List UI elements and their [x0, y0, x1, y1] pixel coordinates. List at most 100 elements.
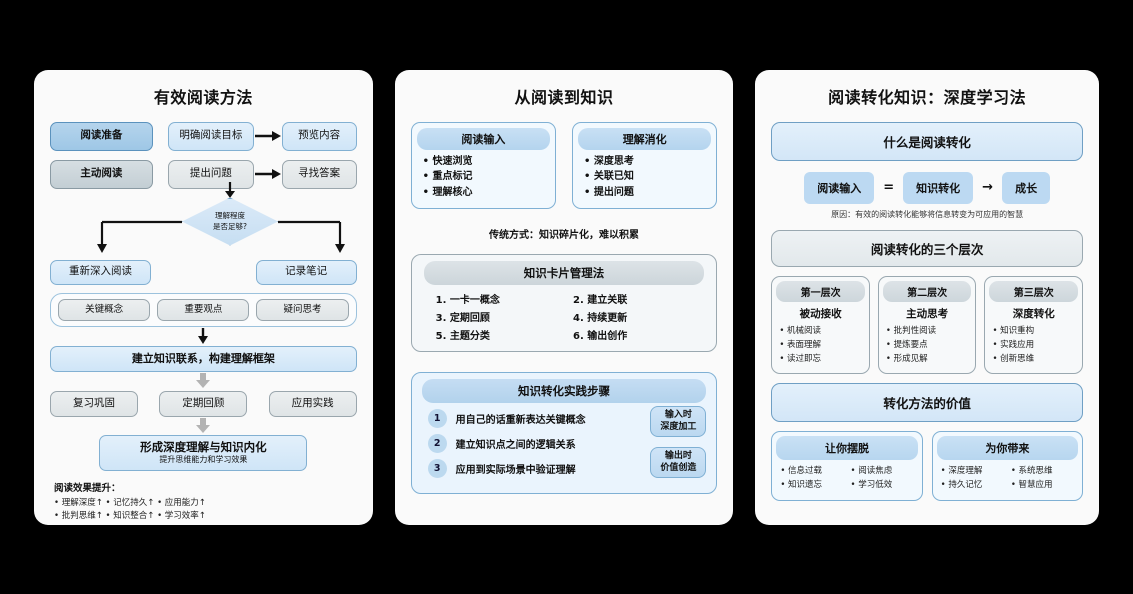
- step-text: 应用到实际场景中验证理解: [455, 465, 576, 476]
- decision-line-2: 是否足够?: [213, 221, 247, 231]
- side-tag-input-processing[interactable]: 输入时 深度加工: [650, 406, 707, 438]
- box-find-answer[interactable]: 寻找答案: [281, 159, 357, 189]
- chip-reading-input[interactable]: 阅读输入: [804, 171, 875, 204]
- footer-line-1: • 理解深度↑ • 记忆持久↑ • 应用能力↑: [54, 497, 206, 508]
- card-comprehension-digest[interactable]: 理解消化 • 深度思考 • 关联已知 • 提出问题: [572, 121, 718, 209]
- levels-row: 第一层次 被动接收 • 机械阅读 • 表面理解 • 读过即忘 第二层次 主动思考…: [771, 275, 1083, 374]
- step-row: 1 用自己的话重新表达关键概念: [427, 409, 707, 428]
- box-build-knowledge-framework[interactable]: 建立知识联系，构建理解框架: [50, 345, 357, 372]
- level-item: • 知识重构: [992, 325, 1035, 336]
- footer-line-2: • 批判思维↑ • 知识整合↑ • 学习效率↑: [54, 511, 206, 522]
- side-tag-line-2: 深度加工: [660, 421, 697, 432]
- box-review-consolidate[interactable]: 复习巩固: [50, 390, 138, 417]
- card-item: • 理解核心: [422, 186, 473, 198]
- panel1-footer-note: 阅读效果提升： • 理解深度↑ • 记忆持久↑ • 应用能力↑ • 批判思维↑ …: [50, 480, 357, 524]
- arrow-right-icon: [254, 160, 282, 189]
- value-item: • 系统思维: [1010, 465, 1053, 476]
- panel-effective-reading-methods: 有效阅读方法 阅读准备 明确阅读目标 预览内容 主动阅读 提出问题 寻找答案: [34, 69, 373, 525]
- level-card-1[interactable]: 第一层次 被动接收 • 机械阅读 • 表面理解 • 读过即忘: [771, 275, 870, 374]
- level-item: • 机械阅读: [779, 325, 822, 336]
- step-row: 3 应用到实际场景中验证理解: [427, 459, 707, 478]
- panel2-cards-row: 阅读输入 • 快速浏览 • 重点标记 • 理解核心 理解消化 • 深度思考 • …: [410, 121, 718, 209]
- box-take-notes[interactable]: 记录笔记: [255, 259, 357, 285]
- card-item: • 快速浏览: [422, 155, 473, 167]
- value-cards-row: 让你摆脱 • 信息过载 • 阅读焦虑 • 知识遗忘 • 学习低效 为你带来 • …: [771, 430, 1083, 501]
- level-card-2[interactable]: 第二层次 主动思考 • 批判性阅读 • 提炼要点 • 形成见解: [877, 275, 977, 374]
- mgmt-header: 知识卡片管理法: [423, 261, 705, 285]
- value-item: • 知识遗忘: [780, 480, 823, 491]
- mgmt-item: 1. 一卡一概念: [435, 295, 500, 306]
- box-apply-practice[interactable]: 应用实践: [268, 390, 357, 417]
- panel1-title: 有效阅读方法: [153, 87, 253, 107]
- value-items-grid: • 信息过载 • 阅读焦虑 • 知识遗忘 • 学习低效: [776, 465, 917, 493]
- box-clarify-goal[interactable]: 明确阅读目标: [167, 121, 254, 151]
- value-item: • 信息过载: [780, 465, 823, 476]
- mgmt-item: 5. 主题分类: [435, 331, 490, 342]
- step-number-badge: 1: [427, 409, 447, 428]
- tag-important-view[interactable]: 重要观点: [157, 298, 250, 321]
- chip-knowledge-transform[interactable]: 知识转化: [903, 171, 974, 204]
- arrow-right-icon: →: [982, 180, 994, 195]
- arrow-down-gray-icon: [50, 417, 357, 434]
- chip-growth[interactable]: 成长: [1002, 171, 1051, 204]
- arrow-right-icon: [254, 122, 282, 151]
- box-preview-content[interactable]: 预览内容: [281, 121, 357, 151]
- side-tag-output-value[interactable]: 输出时 价值创造: [650, 447, 707, 479]
- box-active-reading[interactable]: 主动阅读: [50, 159, 153, 189]
- card-reading-input[interactable]: 阅读输入 • 快速浏览 • 重点标记 • 理解核心: [410, 121, 557, 209]
- panel1-decision-area: 理解程度 是否足够?: [50, 181, 357, 256]
- level-card-3[interactable]: 第三层次 深度转化 • 知识重构 • 实践应用 • 创新思维: [984, 275, 1083, 374]
- side-tag-line-2: 价值创造: [660, 462, 697, 473]
- card-comprehension-header: 理解消化: [578, 127, 712, 150]
- step-number-badge: 3: [427, 459, 447, 478]
- cause-explanation: 原因：有效的阅读转化能够将信息转变为可应用的智慧: [831, 209, 1024, 219]
- panel-deep-learning-method: 阅读转化知识：深度学习法 什么是阅读转化 阅读输入 = 知识转化 → 成长 原因…: [755, 69, 1099, 525]
- card-reading-input-header: 阅读输入: [416, 127, 551, 150]
- step-text: 建立知识点之间的逻辑关系: [455, 440, 576, 451]
- value-item: • 阅读焦虑: [850, 465, 893, 476]
- arrow-down-icon: [50, 327, 357, 345]
- value-item: • 持久记忆: [940, 480, 983, 491]
- bar-value-of-method[interactable]: 转化方法的价值: [771, 382, 1083, 422]
- steps-header: 知识转化实践步骤: [421, 379, 707, 403]
- arrow-down-gray-icon: [50, 372, 357, 389]
- level-header: 第一层次: [776, 280, 865, 302]
- box-reading-prep[interactable]: 阅读准备: [50, 121, 153, 151]
- box-ask-question[interactable]: 提出问题: [167, 159, 254, 189]
- level-subtitle: 主动思考: [906, 307, 949, 320]
- value-items-grid: • 深度理解 • 系统思维 • 持久记忆 • 智慧应用: [937, 465, 1078, 493]
- mgmt-items-grid: 1. 一卡一概念 2. 建立关联 3. 定期回顾 4. 持续更新 5. 主题分类…: [424, 291, 705, 342]
- final-main-text: 形成深度理解与知识内化: [140, 440, 267, 455]
- box-reread-deeply[interactable]: 重新深入阅读: [50, 259, 151, 285]
- box-final-internalization[interactable]: 形成深度理解与知识内化 提升思维能力和学习效果: [99, 434, 308, 471]
- equation-row: 阅读输入 = 知识转化 → 成长: [771, 171, 1083, 204]
- card-item: • 关联已知: [584, 171, 634, 182]
- value-item: • 学习低效: [850, 480, 893, 491]
- card-item: • 提出问题: [584, 186, 634, 198]
- level-item: • 创新思维: [992, 353, 1035, 364]
- tag-key-concept[interactable]: 关键概念: [58, 298, 151, 321]
- bar-three-levels-header[interactable]: 阅读转化的三个层次: [771, 229, 1083, 267]
- decision-line-1: 理解程度: [215, 211, 245, 221]
- footer-heading: 阅读效果提升：: [54, 482, 121, 494]
- box-periodic-review[interactable]: 定期回顾: [159, 390, 248, 417]
- side-tag-line-1: 输入时: [664, 410, 692, 420]
- level-header: 第三层次: [989, 280, 1078, 302]
- card-item: • 重点标记: [422, 171, 473, 182]
- card-knowledge-card-method[interactable]: 知识卡片管理法 1. 一卡一概念 2. 建立关联 3. 定期回顾 4. 持续更新…: [410, 254, 718, 352]
- mgmt-item: 6. 输出创作: [573, 331, 628, 342]
- step-text: 用自己的话重新表达关键概念: [455, 415, 586, 426]
- card-item: • 深度思考: [584, 155, 634, 167]
- level-item: • 提炼要点: [885, 339, 928, 350]
- value-card-brings-you[interactable]: 为你带来 • 深度理解 • 系统思维 • 持久记忆 • 智慧应用: [931, 430, 1083, 501]
- equals-sign-icon: =: [883, 180, 895, 195]
- panel2-traditional-note: 传统方式：知识碎片化，难以积累: [489, 230, 639, 241]
- level-item: • 实践应用: [992, 339, 1035, 350]
- level-item: • 表面理解: [779, 339, 822, 350]
- value-card-free-you-from[interactable]: 让你摆脱 • 信息过载 • 阅读焦虑 • 知识遗忘 • 学习低效: [771, 430, 923, 501]
- tag-question-thinking[interactable]: 疑问思考: [256, 298, 349, 321]
- level-item: • 读过即忘: [779, 353, 822, 364]
- panel1-row-2: 主动阅读 提出问题 寻找答案: [50, 159, 357, 189]
- bar-what-is-reading-transform[interactable]: 什么是阅读转化: [771, 121, 1083, 161]
- card-practice-steps[interactable]: 知识转化实践步骤 1 用自己的话重新表达关键概念 2 建立知识点之间的逻辑关系 …: [410, 372, 718, 494]
